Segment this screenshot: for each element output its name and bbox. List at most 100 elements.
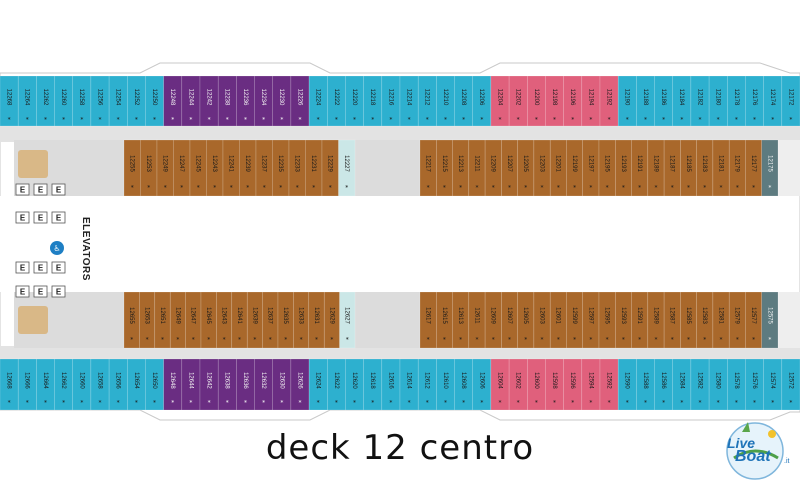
cabin[interactable]: 12184*	[672, 75, 692, 127]
cabin[interactable]: 12641*	[231, 291, 248, 349]
cabin[interactable]: 12207*	[501, 139, 518, 197]
cabin[interactable]: 12635*	[277, 291, 294, 349]
cabin[interactable]: 12586*	[654, 358, 673, 411]
cabin[interactable]: 12178*	[727, 75, 746, 127]
cabin-cell[interactable]	[781, 358, 800, 411]
cabin[interactable]: 12188*	[636, 75, 655, 127]
cabin[interactable]: 12220*	[345, 75, 364, 127]
cabin[interactable]: 12612*	[417, 358, 437, 411]
cabin-cell[interactable]	[169, 291, 186, 349]
cabin[interactable]: 12589*	[647, 291, 665, 349]
cabin-cell[interactable]	[566, 139, 583, 197]
cabin[interactable]: 12642*	[199, 358, 219, 411]
cabin-cell[interactable]	[36, 358, 55, 411]
cabin[interactable]: 12255*	[123, 139, 141, 197]
cabin-cell[interactable]	[680, 139, 697, 197]
cabin[interactable]: 12203*	[533, 139, 551, 197]
cabin-cell[interactable]	[236, 358, 255, 411]
cabin[interactable]: 12181*	[712, 139, 730, 197]
cabin[interactable]: 12211*	[468, 139, 486, 197]
cabin[interactable]: 12213*	[452, 139, 470, 197]
cabin[interactable]: 12217*	[419, 139, 437, 197]
cabin[interactable]: 12576*	[745, 358, 764, 411]
cabin-cell[interactable]	[454, 75, 473, 127]
cabin-cell[interactable]	[217, 358, 237, 411]
cabin[interactable]: 12202*	[508, 75, 528, 127]
cabin[interactable]: 12643*	[216, 291, 233, 349]
cabin[interactable]: 12604*	[490, 358, 510, 411]
cabin[interactable]: 12191*	[631, 139, 649, 197]
cabin[interactable]: 12626*	[290, 358, 310, 411]
cabin[interactable]: 12172*	[781, 75, 800, 127]
cabin-cell[interactable]	[452, 139, 470, 197]
cabin-cell[interactable]	[636, 358, 655, 411]
cabin[interactable]: 12653*	[139, 291, 156, 349]
cabin[interactable]: 12231*	[305, 139, 323, 197]
cabin[interactable]: 12611*	[468, 291, 486, 349]
cabin[interactable]: 12597*	[582, 291, 600, 349]
cabin[interactable]: 12192*	[599, 75, 619, 127]
cabin[interactable]: 12227*	[338, 139, 356, 197]
cabin-cell[interactable]	[345, 75, 364, 127]
cabin[interactable]: 12208*	[454, 75, 473, 127]
cabin[interactable]: 12603*	[533, 291, 551, 349]
cabin-cell[interactable]	[217, 75, 237, 127]
cabin-cell[interactable]	[636, 75, 655, 127]
cabin[interactable]: 12260*	[54, 75, 73, 127]
cabin[interactable]: 12599*	[566, 291, 583, 349]
cabin-cell[interactable]	[145, 75, 164, 127]
cabin[interactable]: 12582*	[690, 358, 710, 411]
cabin[interactable]: 12201*	[549, 139, 567, 197]
cabin[interactable]: 12620*	[345, 358, 364, 411]
cabin-cell[interactable]	[216, 291, 233, 349]
cabin[interactable]: 12198*	[545, 75, 564, 127]
cabin[interactable]: 12174*	[763, 75, 783, 127]
cabin[interactable]: 12580*	[708, 358, 728, 411]
cabin[interactable]: 12655*	[123, 291, 140, 349]
cabin[interactable]: 12200*	[527, 75, 546, 127]
cabin[interactable]: 12256*	[90, 75, 110, 127]
cabin[interactable]: 12177*	[745, 139, 762, 197]
cabin[interactable]: 12607*	[501, 291, 518, 349]
cabin[interactable]: 12268*	[0, 75, 19, 127]
cabin-cell[interactable]	[680, 291, 697, 349]
cabin[interactable]: 12264*	[17, 75, 37, 127]
cabin[interactable]: 12204*	[490, 75, 510, 127]
cabin[interactable]: 12605*	[517, 291, 535, 349]
cabin[interactable]: 12575*	[761, 291, 779, 349]
cabin-cell[interactable]	[327, 75, 346, 127]
cabin[interactable]: 12660*	[72, 358, 92, 411]
cabin[interactable]: 12252*	[127, 75, 146, 127]
cabin[interactable]: 12606*	[472, 358, 492, 411]
cabin[interactable]: 12229*	[321, 139, 339, 197]
cabin-cell[interactable]	[545, 358, 564, 411]
cabin[interactable]: 12193*	[615, 139, 632, 197]
cabin-cell[interactable]	[745, 358, 764, 411]
cabin[interactable]: 12636*	[236, 358, 255, 411]
cabin[interactable]: 12668*	[0, 358, 19, 411]
cabin[interactable]: 12183*	[696, 139, 714, 197]
cabin[interactable]: 12234*	[254, 75, 273, 127]
cabin[interactable]: 12238*	[217, 75, 237, 127]
cabin[interactable]: 12662*	[54, 358, 73, 411]
cabin-cell[interactable]	[501, 139, 518, 197]
cabin[interactable]: 12235*	[272, 139, 290, 197]
cabin-cell[interactable]	[781, 75, 800, 127]
cabin[interactable]: 12588*	[636, 358, 655, 411]
cabin[interactable]: 12622*	[327, 358, 346, 411]
cabin[interactable]: 12651*	[154, 291, 171, 349]
cabin-cell[interactable]	[236, 75, 255, 127]
cabin-cell[interactable]	[36, 75, 55, 127]
cabin[interactable]: 12592*	[599, 358, 619, 411]
cabin[interactable]: 12633*	[293, 291, 310, 349]
cabin-cell[interactable]	[690, 75, 710, 127]
cabin[interactable]: 12230*	[272, 75, 292, 127]
cabin[interactable]: 12579*	[728, 291, 746, 349]
cabin[interactable]: 12206*	[472, 75, 492, 127]
cabin[interactable]: 12587*	[663, 291, 681, 349]
cabin[interactable]: 12618*	[363, 358, 383, 411]
cabin[interactable]: 12209*	[484, 139, 502, 197]
cabin[interactable]: 12189*	[647, 139, 665, 197]
cabin[interactable]: 12258*	[72, 75, 92, 127]
cabin[interactable]: 12216*	[381, 75, 401, 127]
